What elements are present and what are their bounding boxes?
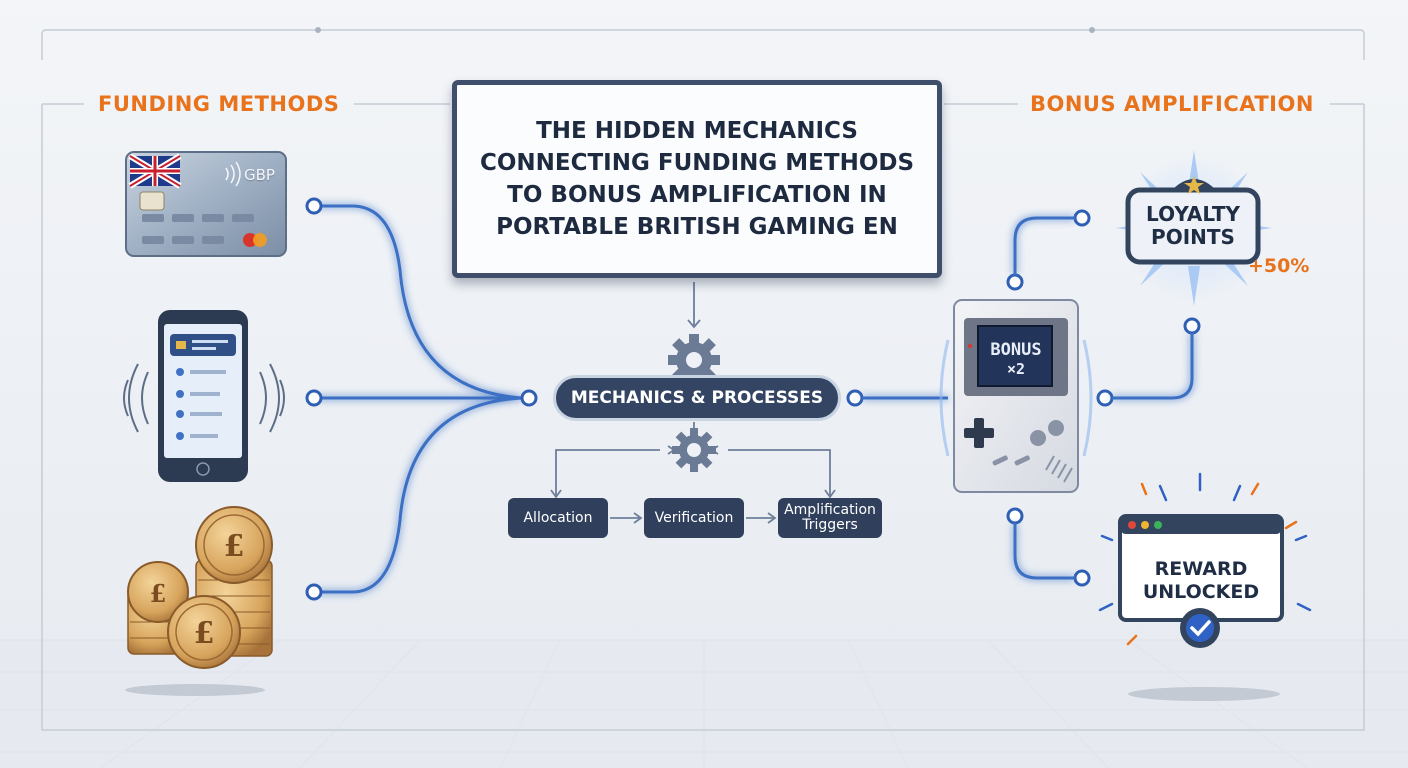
card-currency-label: GBP xyxy=(244,166,275,184)
reward-unlocked-label: REWARD UNLOCKED xyxy=(1142,558,1260,603)
gear-icon xyxy=(672,428,716,472)
handheld-console-icon xyxy=(939,299,1093,493)
title-box: THE HIDDEN MECHANICS CONNECTING FUNDING … xyxy=(452,80,942,278)
credit-card-icon xyxy=(125,151,287,257)
connector-node xyxy=(846,389,864,407)
connector-node xyxy=(520,389,538,407)
step-verification: Verification xyxy=(644,498,744,538)
title-line: THE HIDDEN MECHANICS xyxy=(536,118,858,144)
connector-node xyxy=(305,197,323,215)
connector-node xyxy=(1006,507,1024,525)
connector-node xyxy=(1006,273,1024,291)
funding-methods-heading: FUNDING METHODS xyxy=(98,92,340,116)
bonus-connectors xyxy=(862,216,1194,580)
loyalty-points-label: LOYALTY POINTS xyxy=(1146,202,1240,249)
mechanics-processes-hub: MECHANICS & PROCESSES xyxy=(553,375,841,421)
funding-connectors xyxy=(314,204,523,594)
floor-grid xyxy=(0,639,1408,768)
title-line: TO BONUS AMPLIFICATION IN xyxy=(507,182,887,208)
connector-node xyxy=(1073,569,1091,587)
svg-text:£: £ xyxy=(150,579,167,608)
handheld-screen-text: BONUS xyxy=(990,340,1042,360)
connector-node xyxy=(305,583,323,601)
connector-node xyxy=(1183,317,1201,335)
smartphone-wallet-icon xyxy=(123,310,285,482)
connector-node xyxy=(1096,389,1114,407)
handheld-screen-multiplier: ×2 xyxy=(1006,360,1026,378)
gear-icon xyxy=(668,334,720,386)
step-amplification-triggers: Amplification Triggers xyxy=(778,498,882,538)
loyalty-boost-label: +50% xyxy=(1248,255,1310,277)
step-allocation: Allocation xyxy=(508,498,608,538)
title-line: PORTABLE BRITISH GAMING EN xyxy=(496,214,898,240)
outer-frame xyxy=(41,27,1365,731)
flow-arrows xyxy=(550,282,836,524)
page-title: THE HIDDEN MECHANICS CONNECTING FUNDING … xyxy=(460,115,934,243)
bonus-amplification-heading: BONUS AMPLIFICATION xyxy=(1030,92,1314,116)
pound-coins-icon: £ £ £ xyxy=(125,506,273,696)
svg-text:£: £ xyxy=(224,529,245,564)
reward-window-icon xyxy=(1098,472,1312,701)
title-line: CONNECTING FUNDING METHODS xyxy=(479,150,915,176)
connector-node xyxy=(305,389,323,407)
connector-node xyxy=(1073,209,1091,227)
loyalty-badge-icon xyxy=(1116,150,1272,306)
svg-text:£: £ xyxy=(194,616,215,651)
